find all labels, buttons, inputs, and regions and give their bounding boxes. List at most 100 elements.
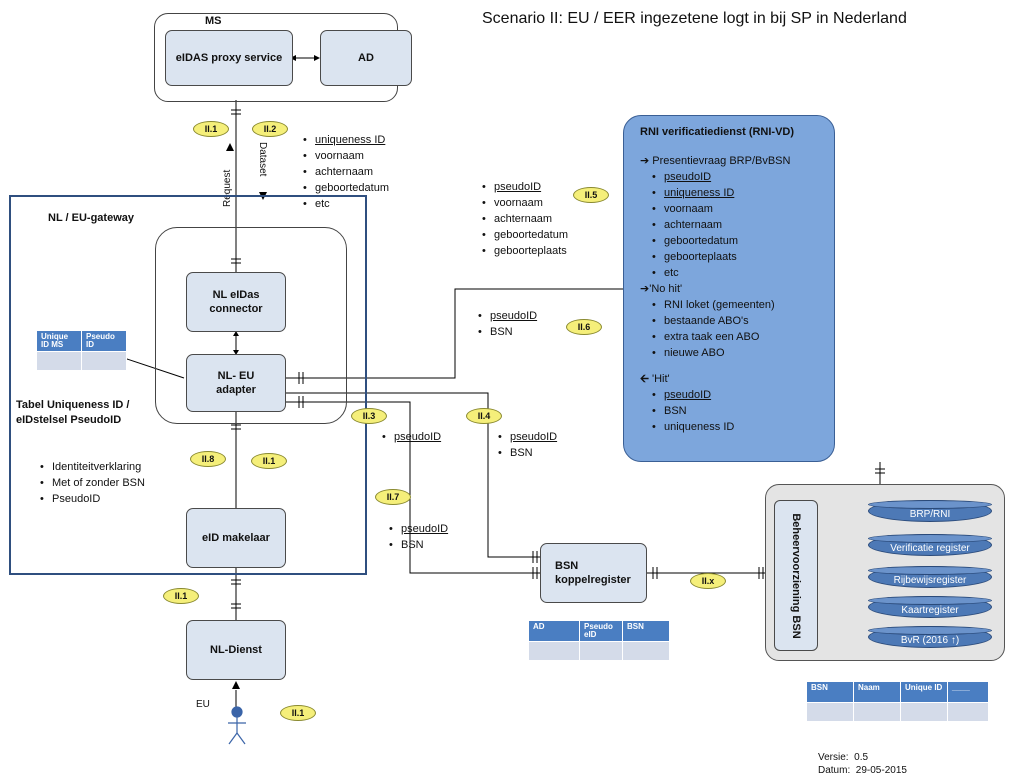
versie-value: 0.5 (854, 752, 869, 763)
badge-ii4: II.4 (466, 408, 502, 424)
register-table: BSN Naam Unique ID ____ (806, 681, 989, 722)
table-header-cell: Naam (853, 681, 901, 703)
user-arrow-icon (232, 681, 240, 689)
rni-presentie: ➔ Presentievraag BRP/BvBSN (640, 155, 791, 167)
badge-iix: II.x (690, 573, 726, 589)
badge-ii1-c: II.1 (163, 588, 199, 604)
list-item: bestaande ABO's (640, 313, 790, 329)
list-item: voornaam (482, 195, 568, 211)
list-item: geboorteplaats (640, 249, 790, 265)
beheervoorziening-bsn-box: Beheervoorziening BSN (774, 500, 818, 651)
table-header-cell: ____ (947, 681, 989, 703)
gateway-table: Unique ID MS Pseudo ID (36, 330, 127, 371)
register-verificatie: Verificatie register (868, 534, 992, 556)
list-item: voornaam (640, 201, 790, 217)
ad-box: AD (320, 30, 412, 86)
gateway-frame (9, 195, 367, 575)
list-item: pseudoID (640, 169, 790, 185)
list-item: uniqueness ID (640, 185, 790, 201)
table-header-cell: BSN (806, 681, 854, 703)
list-item: etc (303, 196, 389, 212)
list-item: Identiteitverklaring (40, 459, 145, 475)
gateway-inner-group (155, 227, 347, 424)
bsn-koppelregister-box: BSN koppelregister (540, 543, 647, 603)
list-item: pseudoID (498, 429, 557, 445)
ii3-list: pseudoID (382, 429, 441, 445)
list-item: voornaam (303, 148, 389, 164)
ii5-list: pseudoID voornaam achternaam geboortedat… (482, 179, 568, 259)
list-item: BSN (389, 537, 448, 553)
list-item: pseudoID (389, 521, 448, 537)
eidas-proxy-box: eIDAS proxy service (165, 30, 293, 86)
badge-ii1: II.1 (193, 121, 229, 137)
rni-body: ➔ Presentievraag BRP/BvBSN pseudoID uniq… (640, 153, 790, 435)
rni-nohit: ➔'No hit' (640, 283, 683, 295)
badge-ii7: II.7 (375, 489, 411, 505)
diagram-title: Scenario II: EU / EER ingezetene logt in… (482, 10, 907, 27)
list-item: extra taak een ABO (640, 329, 790, 345)
ii6-list: pseudoID BSN (478, 308, 537, 340)
badge-ii1-d: II.1 (280, 705, 316, 721)
versie-label: Versie: (818, 752, 849, 763)
dataset-list: uniqueness ID voornaam achternaam geboor… (303, 132, 389, 212)
datum-label: Datum: (818, 765, 851, 776)
ii8-list: Identiteitverklaring Met of zonder BSN P… (40, 459, 145, 507)
list-item: PseudoID (40, 491, 145, 507)
list-item: achternaam (303, 164, 389, 180)
datum-value: 29-05-2015 (855, 765, 907, 776)
rni-verificatiedienst: RNI verificatiedienst (RNI-VD) ➔ Present… (623, 115, 835, 462)
ii4-list: pseudoID BSN (498, 429, 557, 461)
register-brp-rni: BRP/RNI (868, 500, 992, 522)
beheer-label: Beheervoorziening BSN (790, 512, 802, 639)
list-item: nieuwe ABO (640, 345, 790, 361)
table-header-cell: BSN (622, 620, 670, 642)
eid-makelaar-box: eID makelaar (186, 508, 286, 568)
register-kaart: Kaartregister (868, 596, 992, 618)
eu-label: EU (196, 699, 210, 710)
list-item: BSN (478, 324, 537, 340)
list-item: achternaam (640, 217, 790, 233)
badge-ii1-b: II.1 (251, 453, 287, 469)
eidas-connector-box: NL eIDas connector (186, 272, 286, 332)
badge-ii2: II.2 (252, 121, 288, 137)
list-item: uniqueness ID (640, 419, 790, 435)
badge-ii8: II.8 (190, 451, 226, 467)
list-item: pseudoID (482, 179, 568, 195)
list-item: Met of zonder BSN (40, 475, 145, 491)
list-item: pseudoID (640, 387, 790, 403)
list-item: geboortedatum (640, 233, 790, 249)
gateway-label: NL / EU-gateway (48, 212, 134, 224)
list-item: BSN (498, 445, 557, 461)
table-caption: Tabel Uniqueness ID / eIDstelsel PseudoI… (16, 399, 130, 426)
list-item: RNI loket (gemeenten) (640, 297, 790, 313)
version-info: Versie: 0.5 Datum: 29-05-2015 (818, 751, 907, 777)
dataset-label: Dataset (257, 142, 268, 177)
koppel-table: AD Pseudo eID BSN (528, 620, 670, 661)
badge-ii6: II.6 (566, 319, 602, 335)
request-arrow-icon (226, 143, 234, 151)
table-header-cell: Pseudo ID (81, 330, 127, 352)
list-item: uniqueness ID (303, 132, 389, 148)
list-item: geboorteplaats (482, 243, 568, 259)
badge-ii5: II.5 (573, 187, 609, 203)
rni-title: RNI verificatiedienst (RNI-VD) (640, 126, 795, 138)
list-item: BSN (640, 403, 790, 419)
rni-hit: 🡨 'Hit' (640, 373, 670, 385)
list-item: pseudoID (382, 429, 441, 445)
nl-eu-adapter-box: NL- EU adapter (186, 354, 286, 412)
list-item: pseudoID (478, 308, 537, 324)
list-item: etc (640, 265, 790, 281)
ii7-list: pseudoID BSN (389, 521, 448, 553)
ms-label: MS (205, 15, 222, 27)
table-header-cell: Pseudo eID (579, 620, 623, 642)
register-bvr: BvR (2016 ↑) (868, 626, 992, 648)
list-item: achternaam (482, 211, 568, 227)
table-header-cell: Unique ID MS (36, 330, 82, 352)
list-item: geboortedatum (303, 180, 389, 196)
register-rijbewijs: Rijbewijsregister (868, 566, 992, 588)
user-icon (228, 705, 246, 745)
table-header-cell: Unique ID (900, 681, 948, 703)
nl-dienst-box: NL-Dienst (186, 620, 286, 680)
table-header-cell: AD (528, 620, 580, 642)
badge-ii3: II.3 (351, 408, 387, 424)
